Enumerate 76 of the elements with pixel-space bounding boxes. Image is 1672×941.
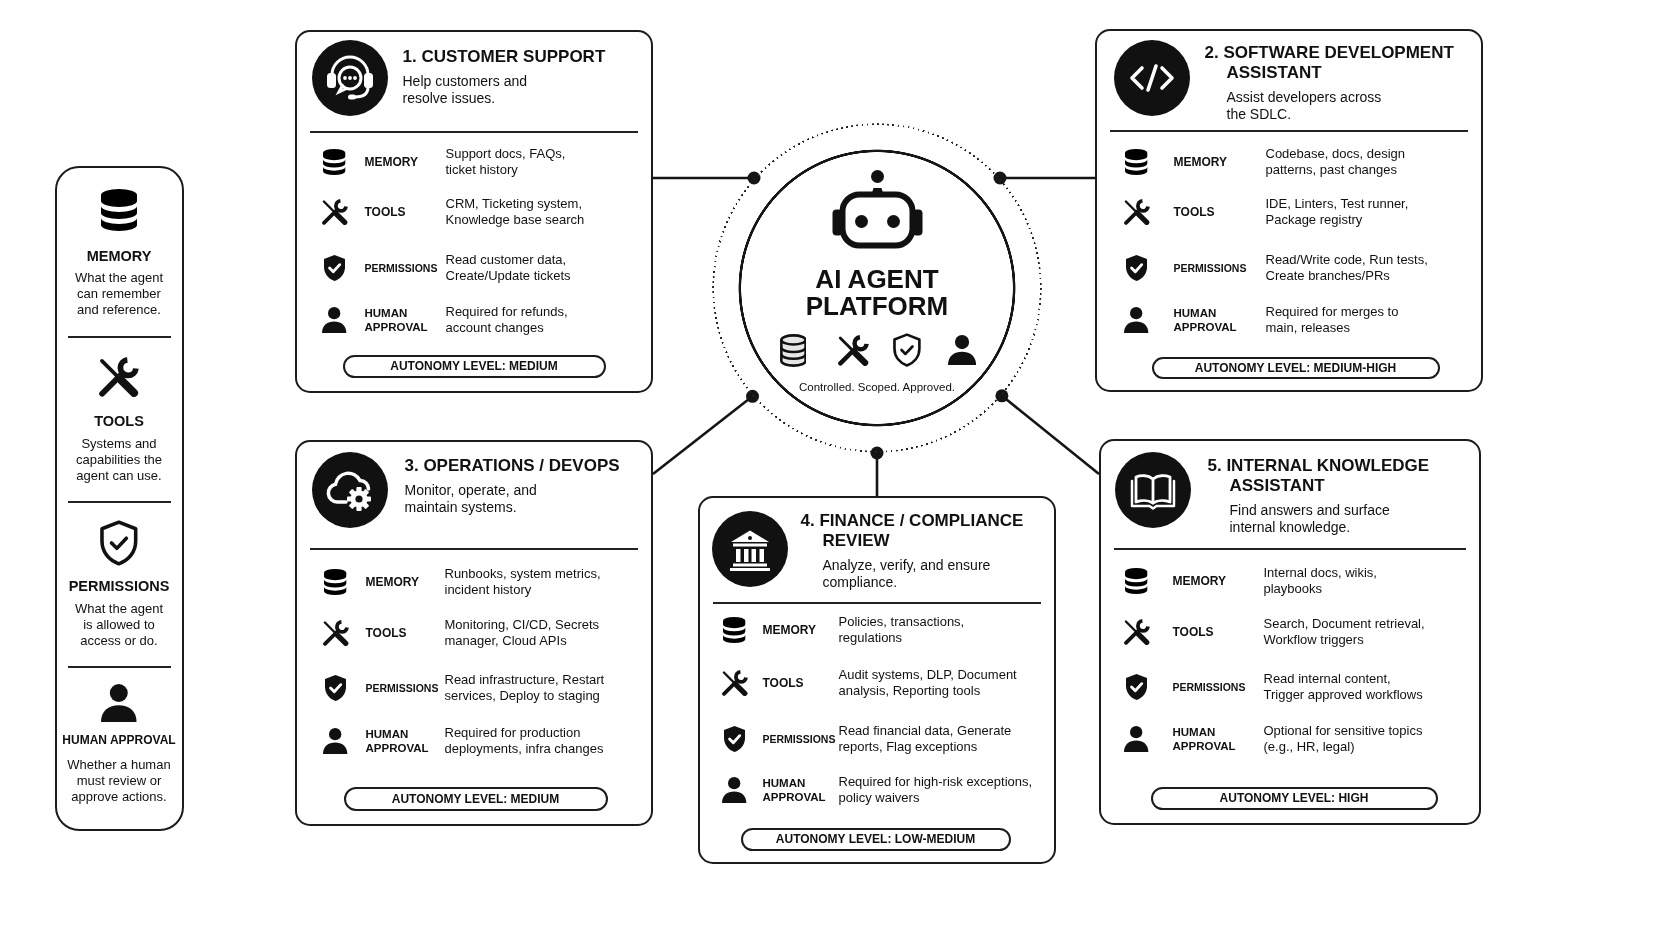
row-label: TOOLS: [1172, 624, 1214, 639]
card-title: 1. CUSTOMER SUPPORT: [402, 46, 607, 67]
row-label: TOOLS: [364, 204, 406, 219]
card-description: Find answers and surface internal knowledge.: [1229, 501, 1391, 536]
row-value: Optional for sensitive topics (e.g., HR, legal): [1263, 722, 1424, 755]
row-value: Required for high-risk exceptions, policy waivers: [838, 773, 1034, 806]
row-value: Monitoring, CI/CD, Secrets manager, Cloud APIs: [444, 616, 601, 649]
autonomy-pill: AUTONOMY LEVEL: MEDIUM: [343, 786, 608, 811]
row-value: CRM, Ticketing system, Knowledge base search: [445, 195, 586, 228]
row-value: Runbooks, system metrics, incident history: [444, 565, 602, 598]
row-value: Read infrastructure, Restart services, Deploy to staging: [444, 671, 606, 704]
row-label: TOOLS: [1173, 204, 1215, 219]
row-label: HUMAN APPROVAL: [365, 726, 430, 755]
row-label: PERMISSIONS: [762, 731, 836, 746]
category-description: What the agent can remember and reference.: [73, 269, 165, 318]
category-heading: TOOLS: [94, 411, 144, 430]
card-title: 4. FINANCE / COMPLIANCE REVIEW: [800, 510, 1025, 551]
category-description: Whether a human must review or approve actions.: [66, 756, 172, 805]
row-label: MEMORY: [762, 622, 817, 637]
row-label: MEMORY: [364, 154, 419, 169]
category-heading: PERMISSIONS: [68, 576, 170, 595]
row-value: Policies, transactions, regulations: [838, 613, 966, 646]
autonomy-pill: AUTONOMY LEVEL: HIGH: [1150, 786, 1438, 810]
use-case-card: [1095, 29, 1483, 392]
row-label: PERMISSIONS: [1172, 679, 1246, 694]
autonomy-pill: AUTONOMY LEVEL: MEDIUM-HIGH: [1151, 356, 1440, 379]
card-description: Monitor, operate, and maintain systems.: [404, 481, 538, 516]
use-case-card: [295, 30, 653, 393]
use-case-card: [1099, 439, 1481, 825]
row-value: Audit systems, DLP, Document analysis, Reporting tools: [838, 666, 1018, 699]
row-value: Internal docs, wikis, playbooks: [1263, 564, 1378, 597]
connector-line: [995, 389, 1100, 475]
connector-line: [653, 171, 761, 185]
category-heading: MEMORY: [86, 246, 152, 265]
use-case-card: [295, 440, 653, 826]
row-label: PERMISSIONS: [1173, 260, 1247, 275]
row-value: Required for refunds, account changes: [445, 303, 569, 336]
connector-line: [652, 389, 759, 476]
category-description: What the agent is allowed to access or do.: [73, 600, 165, 649]
row-label: HUMAN APPROVAL: [1172, 724, 1237, 753]
row-value: Required for production deployments, infra changes: [444, 724, 605, 757]
row-value: Required for merges to main, releases: [1265, 303, 1400, 336]
card-description: Assist developers across the SDLC.: [1226, 88, 1383, 123]
card-title: 5. INTERNAL KNOWLEDGE ASSISTANT: [1207, 455, 1431, 496]
row-label: HUMAN APPROVAL: [364, 305, 429, 334]
row-label: HUMAN APPROVAL: [762, 775, 827, 804]
use-case-card: [698, 496, 1056, 864]
row-value: Read/Write code, Run tests, Create branches/PRs: [1265, 251, 1429, 284]
row-value: IDE, Linters, Test runner, Package registry: [1265, 195, 1410, 228]
row-value: Support docs, FAQs, ticket history: [445, 145, 567, 178]
row-value: Read customer data, Create/Update tickets: [445, 251, 572, 284]
category-heading: HUMAN APPROVAL: [62, 731, 176, 749]
row-value: Search, Document retrieval, Workflow triggers: [1263, 615, 1426, 648]
row-value: Read internal content, Trigger approved workflows: [1263, 670, 1424, 703]
row-label: PERMISSIONS: [365, 680, 439, 695]
row-label: TOOLS: [365, 625, 407, 640]
platform-tagline: Controlled. Scoped. Approved.: [799, 380, 955, 394]
connector-line: [993, 171, 1095, 185]
row-value: Read financial data, Generate reports, Flag exceptions: [838, 722, 1013, 755]
autonomy-pill: AUTONOMY LEVEL: MEDIUM: [342, 354, 606, 378]
row-label: PERMISSIONS: [364, 260, 438, 275]
card-description: Help customers and resolve issues.: [402, 72, 528, 107]
autonomy-pill: AUTONOMY LEVEL: LOW-MEDIUM: [740, 827, 1011, 851]
platform-title: AI AGENT PLATFORM: [805, 266, 949, 320]
card-title: 3. OPERATIONS / DEVOPS: [404, 455, 621, 476]
card-description: Analyze, verify, and ensure compliance.: [822, 556, 992, 591]
row-label: MEMORY: [1172, 573, 1227, 588]
row-value: Codebase, docs, design patterns, past changes: [1265, 145, 1406, 178]
row-label: HUMAN APPROVAL: [1173, 305, 1238, 334]
row-label: MEMORY: [1173, 154, 1228, 169]
connector-line: [870, 446, 884, 496]
legend-panel: [55, 166, 184, 831]
row-label: TOOLS: [762, 675, 804, 690]
row-label: MEMORY: [365, 574, 420, 589]
card-title: 2. SOFTWARE DEVELOPMENT ASSISTANT: [1204, 42, 1455, 83]
category-description: Systems and capabilities the agent can use.: [75, 435, 163, 484]
